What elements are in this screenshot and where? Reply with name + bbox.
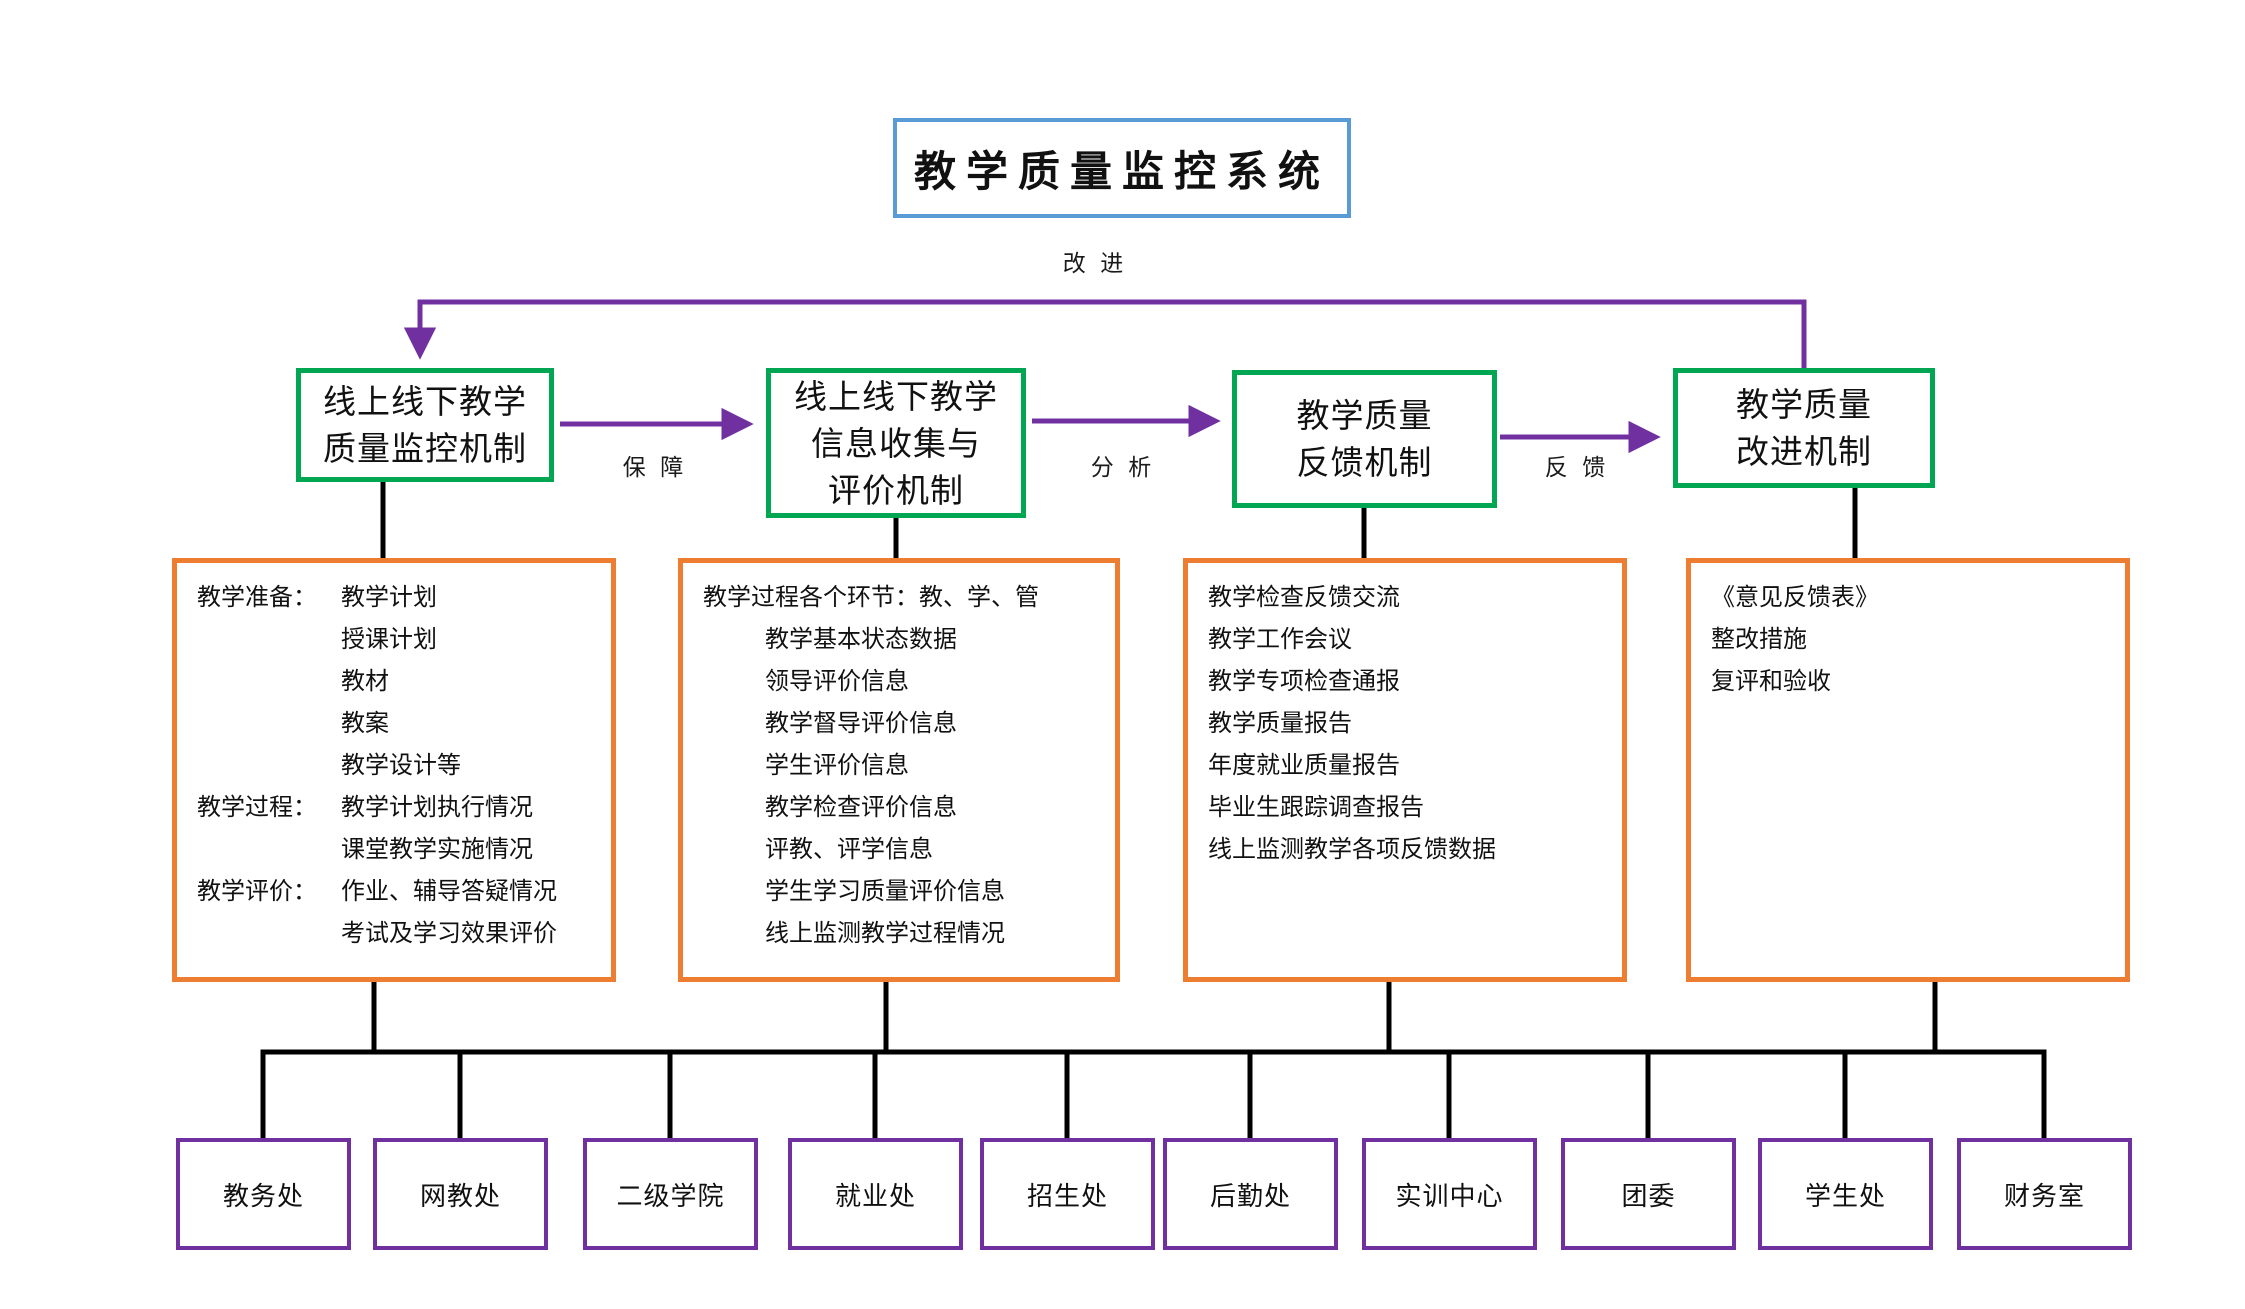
detail-line: 教学过程各个环节：教、学、管 xyxy=(703,584,1039,611)
dept-box-jiaowuchu: 教务处 xyxy=(176,1138,351,1250)
detail-line: 《意见反馈表》 xyxy=(1711,584,1879,611)
detail-line: 授课计划 xyxy=(197,619,603,661)
mechanism-box-line: 教学质量 xyxy=(1296,397,1433,434)
detail-line: 领导评价信息 xyxy=(765,668,909,695)
dept-box-zhaoshengchu: 招生处 xyxy=(980,1138,1155,1250)
mechanism-box-monitor: 线上线下教学 质量监控机制 xyxy=(296,368,554,482)
improve-loop-arrow xyxy=(403,299,1807,368)
detail-line: 教学专项检查通报 xyxy=(1208,668,1400,695)
detail-line-text: 课堂教学实施情况 xyxy=(341,836,533,863)
detail-line: 教材 xyxy=(197,661,603,703)
detail-line-text: 教学设计等 xyxy=(341,752,461,779)
detail-line-text: 教案 xyxy=(341,710,389,737)
mechanism-box-line: 教学质量 xyxy=(1736,386,1872,423)
detail-line: 毕业生跟踪调查报告 xyxy=(1208,794,1424,821)
arrow-label-analyze: 分 析 xyxy=(1090,454,1156,480)
detail-line-label: 教学评价： xyxy=(197,878,317,905)
detail-line-text: 授课计划 xyxy=(341,626,437,653)
detail-line: 教学督导评价信息 xyxy=(765,710,957,737)
dept-box-xueshengchu: 学生处 xyxy=(1758,1138,1933,1250)
detail-line: 教学评价： 作业、辅导答疑情况 xyxy=(197,871,603,913)
detail-line: 教学过程： 教学计划执行情况 xyxy=(197,787,603,829)
detail-box-monitor-content: 教学准备： 教学计划 授课计划 教材 教案 教学设计等 教学过程： 教学计划执行情况… xyxy=(172,558,616,982)
detail-line: 线上监测教学各项反馈数据 xyxy=(1208,836,1496,863)
detail-line: 教学设计等 xyxy=(197,745,603,787)
arrow-label-feedback: 反 馈 xyxy=(1544,454,1610,480)
dept-box-wangjiaochu: 网教处 xyxy=(373,1138,548,1250)
detail-box-collect-content: 教学过程各个环节：教、学、管 教学基本状态数据 领导评价信息 教学督导评价信息 … xyxy=(678,558,1120,982)
detail-line: 学生评价信息 xyxy=(765,752,909,779)
detail-line: 线上监测教学过程情况 xyxy=(765,920,1005,947)
dept-box-jiuyechu: 就业处 xyxy=(788,1138,963,1250)
mechanism-box-line: 反馈机制 xyxy=(1296,444,1433,481)
arrow-label-guarantee: 保 障 xyxy=(622,454,688,480)
mechanism-box-improve: 教学质量 改进机制 xyxy=(1673,368,1935,488)
detail-line-label: 教学准备： xyxy=(197,584,317,611)
mechanism-box-line: 线上线下教学 xyxy=(323,383,527,420)
mechanism-box-feedback: 教学质量 反馈机制 xyxy=(1232,370,1497,508)
detail-line-text: 教材 xyxy=(341,668,389,695)
detail-line: 教学检查评价信息 xyxy=(765,794,957,821)
detail-line: 教学检查反馈交流 xyxy=(1208,584,1400,611)
detail-line: 学生学习质量评价信息 xyxy=(765,878,1005,905)
detail-line-text: 教学计划 xyxy=(341,584,437,611)
mechanism-box-line: 信息收集与 xyxy=(811,424,981,462)
department-bus-line xyxy=(260,1049,2047,1138)
mechanism-box-line: 评价机制 xyxy=(828,471,964,509)
loop-label-improve: 改 进 xyxy=(1062,250,1128,276)
detail-box-improve-content: 《意见反馈表》 整改措施 复评和验收 xyxy=(1686,558,2130,982)
detail-line: 评教、评学信息 xyxy=(765,836,933,863)
mechanism-box-collect-evaluate: 线上线下教学 信息收集与 评价机制 xyxy=(766,368,1026,518)
detail-line: 课堂教学实施情况 xyxy=(197,829,603,871)
dept-box-erjixueyuan: 二级学院 xyxy=(583,1138,758,1250)
mechanism-box-line: 质量监控机制 xyxy=(323,430,527,467)
detail-line-label: 教学过程： xyxy=(197,794,317,821)
detail-line-text: 教学计划执行情况 xyxy=(341,794,533,821)
mechanism-box-line: 改进机制 xyxy=(1736,433,1872,470)
detail-line: 教学准备： 教学计划 xyxy=(197,577,603,619)
detail-line: 教学工作会议 xyxy=(1208,626,1352,653)
dept-box-tuanwei: 团委 xyxy=(1561,1138,1736,1250)
dept-box-caiwushi: 财务室 xyxy=(1957,1138,2132,1250)
detail-line-text: 考试及学习效果评价 xyxy=(341,920,557,947)
mechanism-box-line: 线上线下教学 xyxy=(794,377,998,415)
detail-box-feedback-content: 教学检查反馈交流 教学工作会议 教学专项检查通报 教学质量报告 年度就业质量报告… xyxy=(1183,558,1627,982)
detail-line: 整改措施 xyxy=(1711,626,1807,653)
detail-line: 复评和验收 xyxy=(1711,668,1831,695)
dept-box-shixunzhongxin: 实训中心 xyxy=(1362,1138,1537,1250)
dept-box-houqinchu: 后勤处 xyxy=(1163,1138,1338,1250)
detail-line-text: 作业、辅导答疑情况 xyxy=(341,878,557,905)
detail-line: 教学质量报告 xyxy=(1208,710,1352,737)
detail-line: 考试及学习效果评价 xyxy=(197,913,603,955)
diagram-title: 教学质量监控系统 xyxy=(893,118,1351,218)
detail-line: 年度就业质量报告 xyxy=(1208,752,1400,779)
detail-line: 教案 xyxy=(197,703,603,745)
detail-line: 教学基本状态数据 xyxy=(765,626,957,653)
